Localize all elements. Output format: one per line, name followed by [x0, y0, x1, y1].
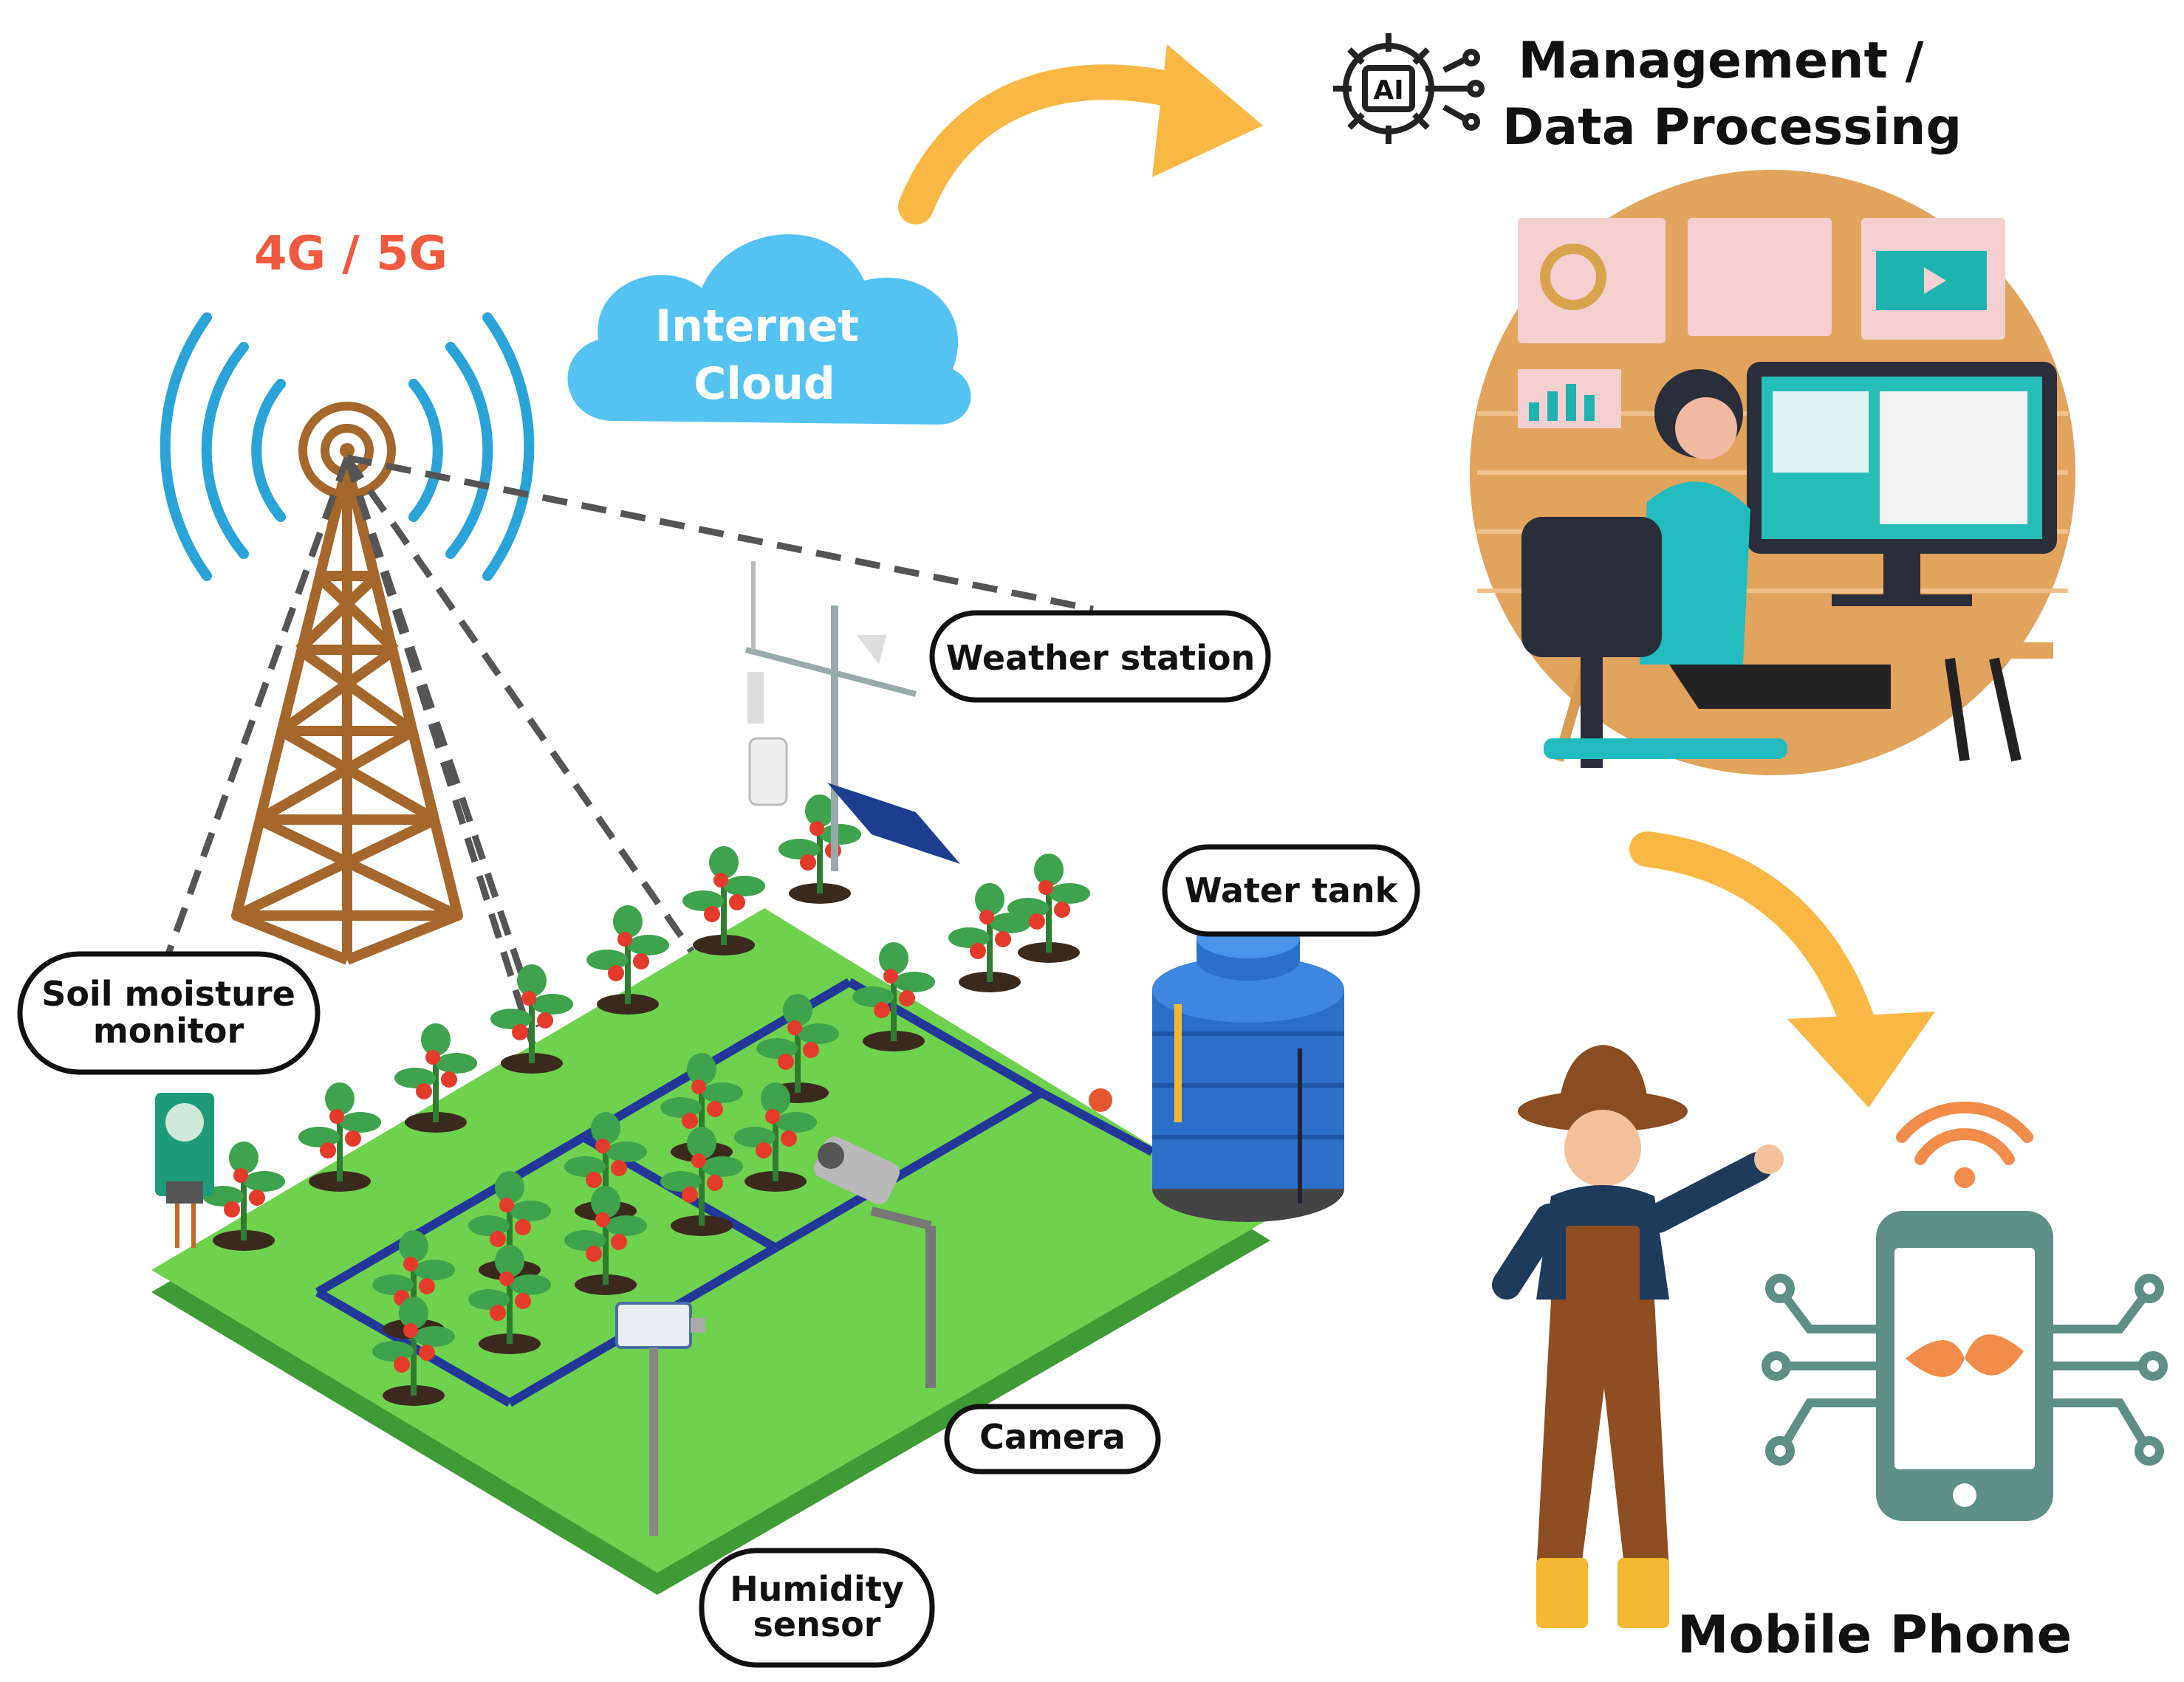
tomato-plant: [660, 1053, 743, 1162]
svg-text:Weather station: Weather station: [946, 638, 1256, 678]
tomato-plant: [948, 883, 1031, 992]
tomato-plant: [468, 1245, 551, 1354]
cloud-label-line2: Cloud: [694, 358, 835, 410]
ai-gear-icon: [1333, 33, 1485, 144]
tomato-plant: [564, 1112, 647, 1221]
leaf-icon: [1906, 1340, 1965, 1377]
soil-moisture-device: [155, 1093, 214, 1248]
svg-text:monitor: monitor: [93, 1011, 244, 1051]
internet-cloud: Internet Cloud: [567, 234, 971, 425]
tomato-plant: [682, 846, 765, 955]
tomato-plant: [202, 1142, 285, 1251]
svg-text:Soil moisture: Soil moisture: [41, 974, 295, 1014]
humidity-sensor-device: [615, 1302, 705, 1536]
tomato-plant: [564, 1186, 647, 1295]
humidity-sensor-label: Humidity sensor: [699, 1548, 935, 1668]
weather-station: [744, 561, 960, 871]
valve-icon: [1089, 1088, 1112, 1112]
ai-icon-text: AI: [1373, 75, 1403, 106]
data-processing-illustration: [1470, 170, 2075, 775]
water-tank-label: Water tank: [1162, 844, 1420, 937]
tomato-plant: [1007, 854, 1090, 963]
arrow-to-mobile: [1629, 831, 1935, 1108]
tomato-plant: [586, 905, 669, 1015]
farmer-figure: [1492, 1045, 1784, 1628]
signal-waves-icon: [160, 312, 535, 581]
svg-text:Humidity: Humidity: [730, 1569, 904, 1609]
crop-field: [151, 794, 1270, 1595]
soil-moisture-label: Soil moisture monitor: [17, 951, 321, 1075]
cloud-label-line1: Internet: [655, 301, 859, 352]
circuit-lines-icon: [1762, 1274, 2168, 1466]
camera-device: [814, 1136, 936, 1388]
cell-tower: [160, 312, 535, 965]
svg-text:Camera: Camera: [979, 1417, 1126, 1457]
svg-text:Water tank: Water tank: [1185, 871, 1399, 910]
tomato-plant: [394, 1023, 477, 1133]
water-tank: [1152, 917, 1344, 1222]
management-title-line2: Data Processing: [1502, 98, 1962, 157]
tomato-plant: [372, 1297, 455, 1406]
tomato-plants: [202, 794, 1090, 1406]
tomato-plant: [756, 994, 839, 1103]
weather-station-label: Weather station: [929, 610, 1271, 703]
tomato-plant: [490, 964, 573, 1074]
tomato-plant: [660, 1127, 743, 1236]
tomato-plant: [778, 794, 861, 904]
mobile-phone-label: Mobile Phone: [1677, 1604, 2072, 1665]
camera-label: Camera: [944, 1404, 1161, 1475]
tomato-plant: [298, 1082, 381, 1192]
svg-text:sensor: sensor: [753, 1604, 881, 1644]
tomato-plant: [852, 942, 935, 1051]
management-title-line1: Management /: [1518, 32, 1923, 90]
tomato-plant: [734, 1082, 817, 1192]
arrow-to-management: [898, 44, 1263, 224]
mobile-phone-icon: [1762, 1101, 2168, 1521]
network-label: 4G / 5G: [254, 227, 448, 281]
